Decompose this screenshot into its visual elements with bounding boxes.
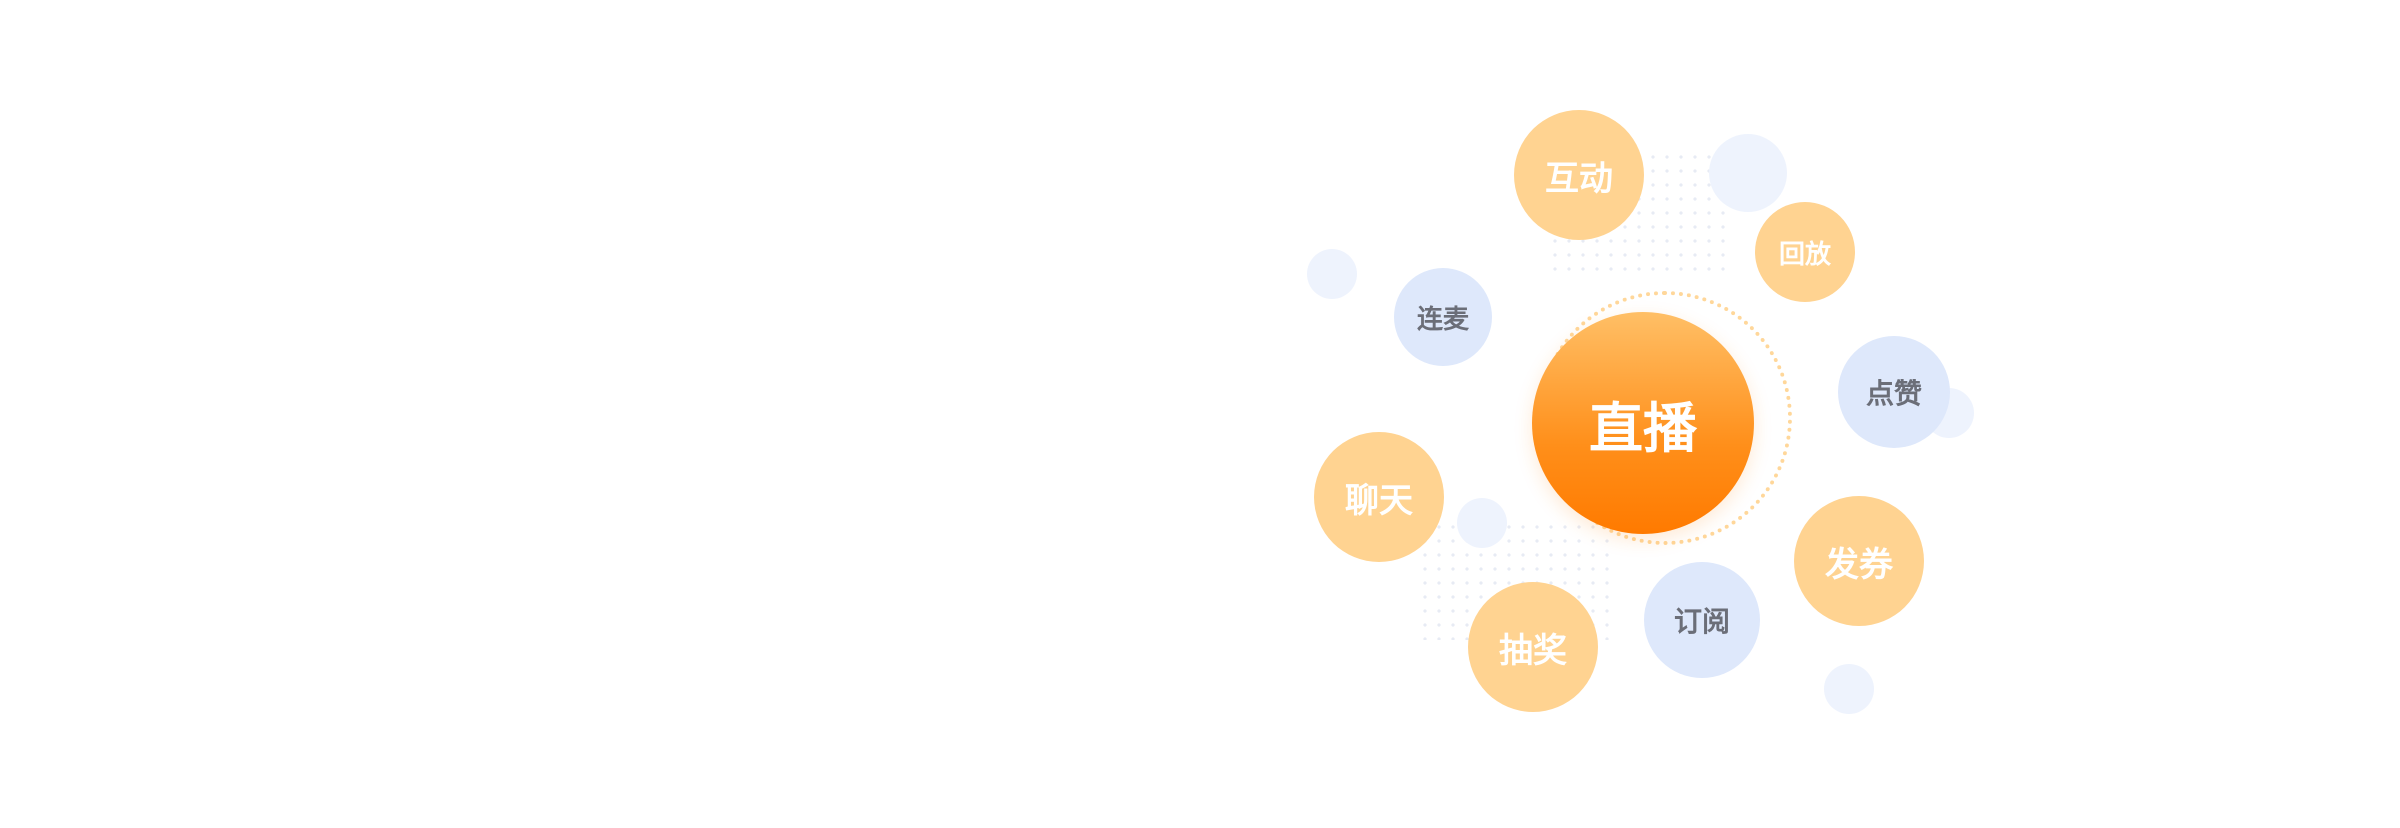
feature-bubble-faquan: 发券 [1794, 496, 1924, 626]
feature-bubble-huifang: 回放 [1755, 202, 1855, 302]
center-bubble-live: 直播 [1532, 312, 1754, 534]
feature-label-dianzan: 点赞 [1865, 377, 1922, 410]
center-label: 直播 [1589, 396, 1697, 460]
feature-bubble-dingyue: 订阅 [1644, 562, 1760, 678]
decor-circle [1457, 498, 1507, 548]
feature-bubble-lianmai: 连麦 [1394, 268, 1492, 366]
decor-circle [1709, 134, 1787, 212]
feature-label-huifang: 回放 [1778, 239, 1831, 270]
feature-label-liaotian: 聊天 [1345, 480, 1413, 521]
decor-circle [1307, 249, 1357, 299]
decor-circle [1824, 664, 1874, 714]
feature-label-dingyue: 订阅 [1673, 605, 1730, 638]
feature-label-lianmai: 连麦 [1416, 304, 1469, 335]
feature-bubble-hudong: 互动 [1514, 110, 1644, 240]
feature-label-hudong: 互动 [1545, 158, 1613, 199]
feature-bubble-liaotian: 聊天 [1314, 432, 1444, 562]
feature-label-choujiang: 抽奖 [1499, 630, 1567, 671]
feature-bubble-choujiang: 抽奖 [1468, 582, 1598, 712]
feature-bubble-dianzan: 点赞 [1838, 336, 1950, 448]
feature-label-faquan: 发券 [1825, 544, 1893, 585]
